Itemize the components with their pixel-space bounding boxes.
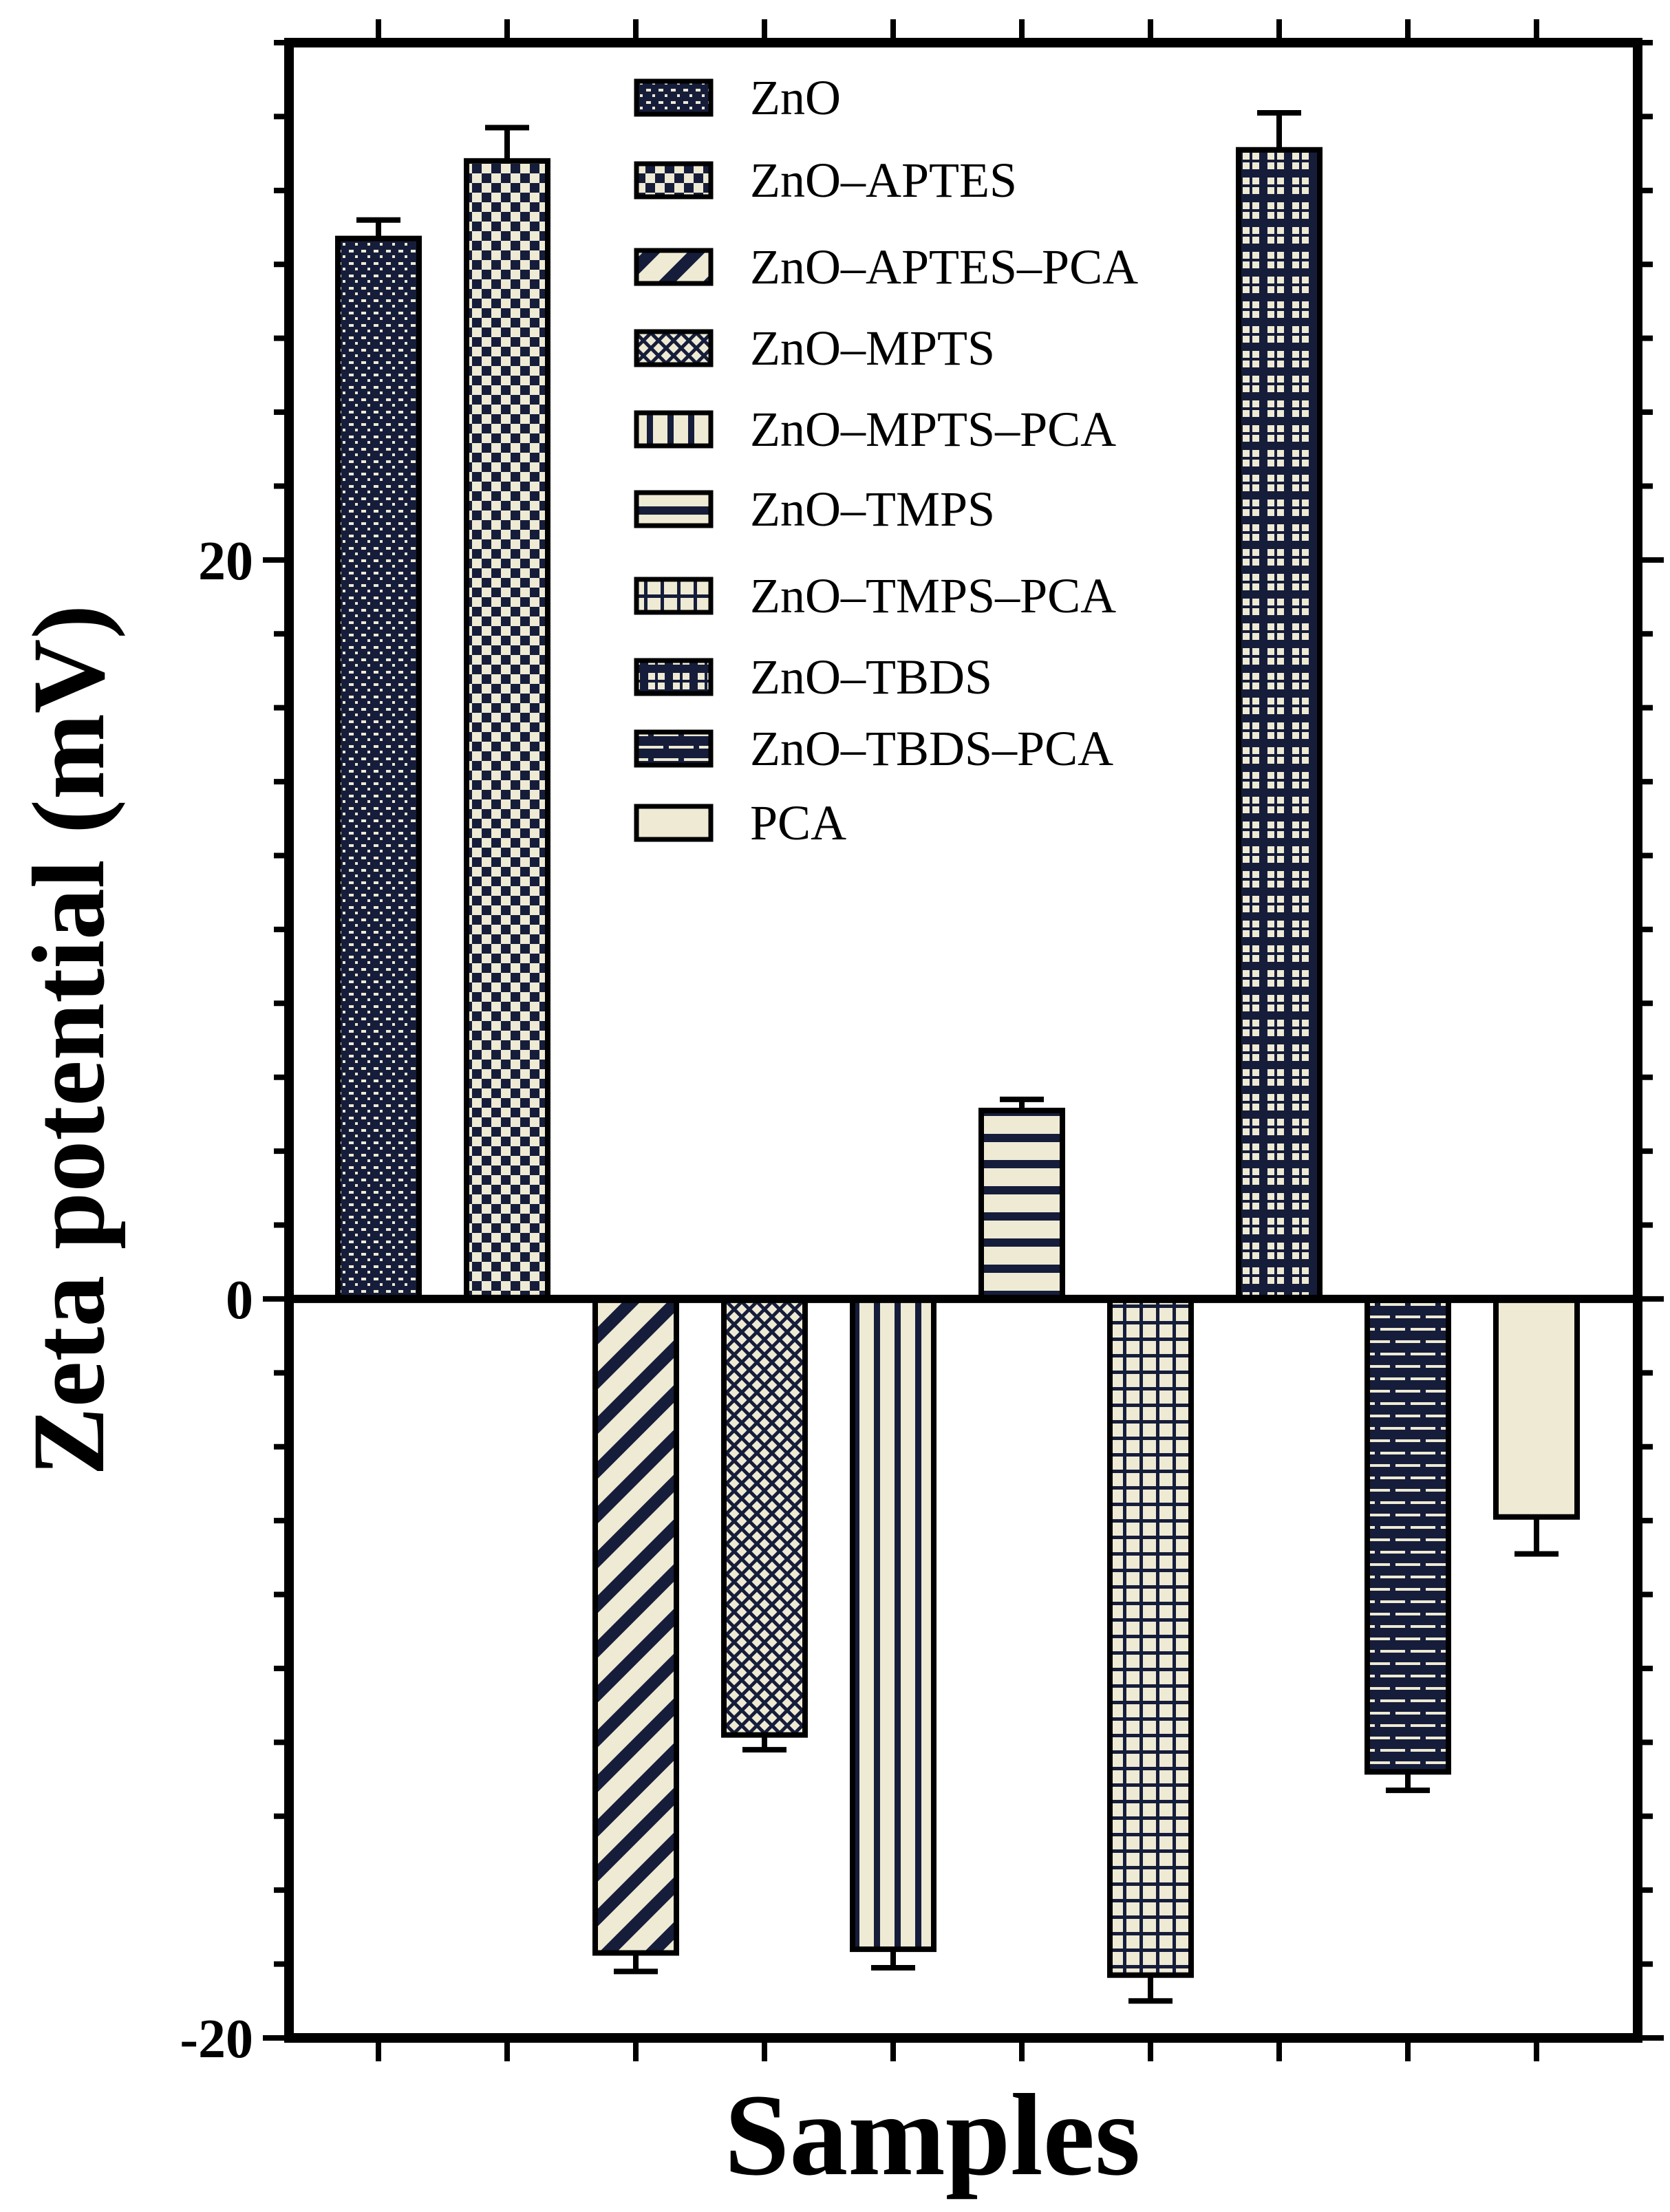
legend-label: PCA xyxy=(750,795,846,850)
legend-item: ZnO xyxy=(634,70,841,125)
legend-label: ZnO–TBDS xyxy=(750,649,992,705)
y-tick-label: 0 xyxy=(226,1270,253,1331)
bar-zno-tbds-pca xyxy=(1364,1296,1451,1775)
error-bar xyxy=(871,1949,915,1971)
legend-swatch xyxy=(634,161,714,200)
bar-pca xyxy=(1493,1296,1580,1520)
legend-label: ZnO–TBDS–PCA xyxy=(750,721,1113,776)
legend-label: ZnO–TMPS xyxy=(750,482,995,537)
legend-item: ZnO–TMPS–PCA xyxy=(634,568,1116,623)
bar-zno-mpts xyxy=(721,1296,808,1738)
legend-label: ZnO–MPTS–PCA xyxy=(750,402,1116,457)
bar-zno-tbds xyxy=(1236,147,1323,1302)
bar-zno-aptes-pca xyxy=(592,1296,679,1956)
y-tick-label: 20 xyxy=(198,531,253,592)
bar-zno-mpts-pca xyxy=(850,1296,936,1953)
bar-zno-tmps xyxy=(978,1108,1065,1302)
legend-label: ZnO–MPTS xyxy=(750,321,995,376)
bar-zno xyxy=(335,235,422,1302)
legend-label: ZnO xyxy=(750,70,841,125)
legend-swatch xyxy=(634,329,714,367)
error-bars-layer xyxy=(356,110,1559,2004)
y-tick-label: -20 xyxy=(180,2009,253,2070)
error-bar xyxy=(485,125,529,161)
legend-item: ZnO–TBDS xyxy=(634,649,992,705)
legend-swatch xyxy=(634,658,714,696)
error-bar xyxy=(1514,1516,1559,1557)
error-bar xyxy=(356,217,400,239)
y-tick-labels: -20 0 20 xyxy=(180,531,253,2070)
legend-swatch xyxy=(634,248,714,286)
legend-item: ZnO–MPTS xyxy=(634,321,995,376)
legend-item: ZnO–MPTS–PCA xyxy=(634,402,1116,457)
bar-zno-tmps-pca xyxy=(1107,1296,1194,1978)
error-bar xyxy=(742,1735,786,1753)
legend-label: ZnO–TMPS–PCA xyxy=(750,568,1116,623)
plot-frame xyxy=(284,38,1642,2043)
legend-item: ZnO–APTES xyxy=(634,153,1017,208)
legend-item: ZnO–TBDS–PCA xyxy=(634,721,1113,776)
legend: ZnO ZnO–APTES ZnO–APTES–PCA ZnO–MPTS ZnO–MPT… xyxy=(634,70,1138,850)
error-bar xyxy=(1386,1772,1430,1794)
error-bar xyxy=(1257,110,1301,150)
legend-item: ZnO–TMPS xyxy=(634,482,995,537)
error-bar xyxy=(1128,1975,1173,2004)
legend-swatch xyxy=(634,78,714,117)
bar-zno-aptes xyxy=(464,158,550,1302)
legend-label: ZnO–APTES–PCA xyxy=(750,239,1138,294)
legend-item: ZnO–APTES–PCA xyxy=(634,239,1138,294)
legend-swatch xyxy=(634,577,714,615)
legend-label: ZnO–APTES xyxy=(750,153,1017,208)
error-bar xyxy=(1000,1096,1044,1111)
x-axis-title: Samples xyxy=(725,2070,1141,2200)
legend-item: PCA xyxy=(634,795,846,850)
legend-swatch xyxy=(634,410,714,449)
legend-swatch xyxy=(634,490,714,528)
legend-swatch xyxy=(634,804,714,842)
legend-swatch xyxy=(634,729,714,768)
error-bar xyxy=(614,1953,658,1975)
y-axis-title: Zeta potential (mV) xyxy=(12,605,126,1476)
ticks-layer xyxy=(263,19,1664,2061)
